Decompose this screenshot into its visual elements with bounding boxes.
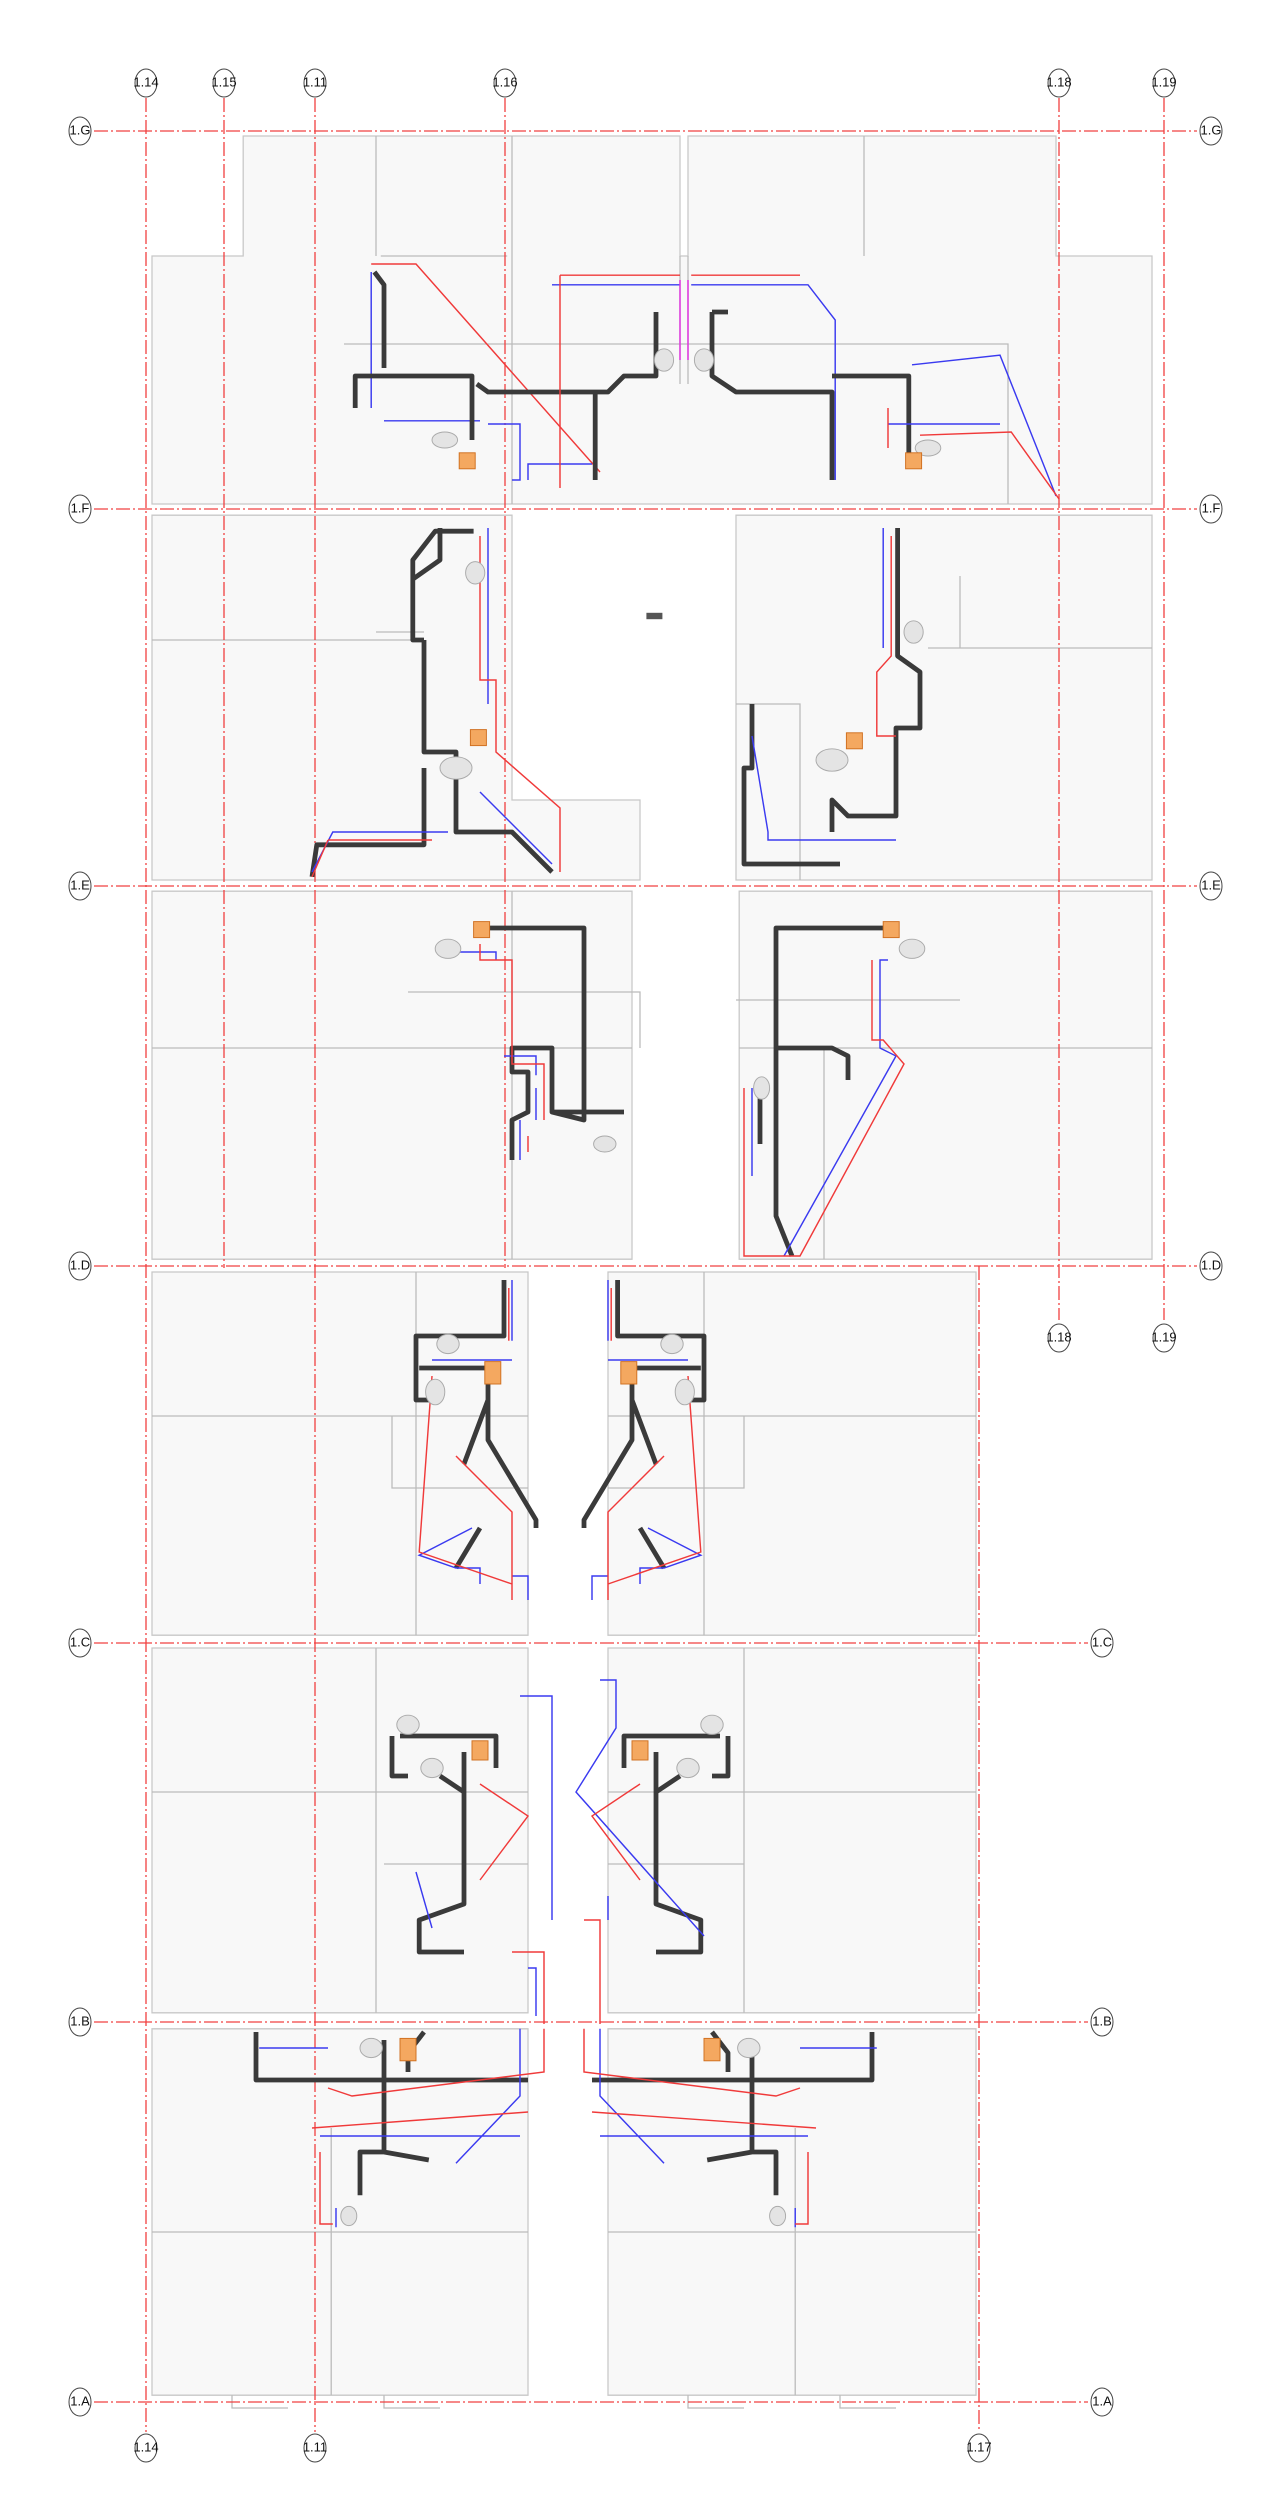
svg-text:1.16: 1.16 bbox=[492, 74, 517, 89]
svg-text:1.D: 1.D bbox=[1201, 1257, 1221, 1272]
svg-text:1.17: 1.17 bbox=[966, 2439, 991, 2454]
svg-text:1.15: 1.15 bbox=[211, 74, 236, 89]
grid-bubble-mid-1.18[interactable]: 1.18 bbox=[1046, 1323, 1072, 1353]
grid-bubble-top-1.19[interactable]: 1.19 bbox=[1151, 68, 1177, 98]
grid-bubble-bottom-1.14[interactable]: 1.14 bbox=[133, 2433, 159, 2463]
svg-text:1.E: 1.E bbox=[70, 877, 90, 892]
grid-bubble-top-1.14[interactable]: 1.14 bbox=[133, 68, 159, 98]
grid-bubble-right-1.B[interactable]: 1.B bbox=[1090, 2007, 1114, 2037]
grid-bubbles: 1.14 1.15 1.11 1.16 1.18 1.19 1.18 1.19 … bbox=[68, 68, 1223, 2463]
grid-bubble-top-1.18[interactable]: 1.18 bbox=[1046, 68, 1072, 98]
grid-lines bbox=[94, 98, 1197, 2432]
grid-bubble-left-1.B[interactable]: 1.B bbox=[68, 2007, 92, 2037]
grid-bubble-right-1.F[interactable]: 1.F bbox=[1199, 494, 1223, 524]
grid-bubble-left-1.G[interactable]: 1.G bbox=[68, 116, 92, 146]
grid-bubble-right-1.D[interactable]: 1.D bbox=[1199, 1251, 1223, 1281]
svg-text:1.C: 1.C bbox=[70, 1634, 90, 1649]
floor-plan-rooms bbox=[151, 135, 1153, 2409]
grid-bubble-bottom-1.11[interactable]: 1.11 bbox=[303, 2433, 327, 2463]
grid-bubble-left-1.C[interactable]: 1.C bbox=[68, 1628, 92, 1658]
grid-bubble-mid-1.19[interactable]: 1.19 bbox=[1151, 1323, 1177, 1353]
grid-bubble-left-1.A[interactable]: 1.A bbox=[68, 2387, 92, 2417]
grid-bubble-left-1.D[interactable]: 1.D bbox=[68, 1251, 92, 1281]
svg-text:1.19: 1.19 bbox=[1151, 74, 1176, 89]
grid-bubble-bottom-1.17[interactable]: 1.17 bbox=[966, 2433, 992, 2463]
center-marker-icon bbox=[646, 612, 663, 620]
svg-text:1.11: 1.11 bbox=[303, 2439, 327, 2454]
grid-bubble-top-1.11[interactable]: 1.11 bbox=[303, 68, 327, 98]
grid-bubble-right-1.A[interactable]: 1.A bbox=[1090, 2387, 1114, 2417]
svg-text:1.14: 1.14 bbox=[133, 74, 158, 89]
fixtures bbox=[340, 348, 942, 2227]
svg-text:1.11: 1.11 bbox=[303, 74, 327, 89]
grid-bubble-left-1.F[interactable]: 1.F bbox=[68, 494, 92, 524]
grid-bubble-right-1.C[interactable]: 1.C bbox=[1090, 1628, 1114, 1658]
svg-text:1.C: 1.C bbox=[1092, 1634, 1112, 1649]
grid-bubble-top-1.15[interactable]: 1.15 bbox=[211, 68, 237, 98]
grid-bubble-right-1.G[interactable]: 1.G bbox=[1199, 116, 1223, 146]
svg-text:1.G: 1.G bbox=[70, 122, 91, 137]
svg-text:1.G: 1.G bbox=[1201, 122, 1222, 137]
svg-text:1.B: 1.B bbox=[70, 2013, 90, 2028]
grid-bubble-right-1.E[interactable]: 1.E bbox=[1199, 871, 1223, 901]
svg-text:1.18: 1.18 bbox=[1046, 1329, 1071, 1344]
grid-bubble-left-1.E[interactable]: 1.E bbox=[68, 871, 92, 901]
svg-text:1.14: 1.14 bbox=[133, 2439, 158, 2454]
svg-text:1.D: 1.D bbox=[70, 1257, 90, 1272]
svg-text:1.E: 1.E bbox=[1201, 877, 1221, 892]
pipe-network bbox=[253, 263, 1060, 2228]
svg-text:1.F: 1.F bbox=[1202, 500, 1221, 515]
svg-text:1.19: 1.19 bbox=[1151, 1329, 1176, 1344]
svg-text:1.F: 1.F bbox=[71, 500, 90, 515]
svg-text:1.B: 1.B bbox=[1092, 2013, 1112, 2028]
svg-text:1.A: 1.A bbox=[70, 2393, 90, 2408]
svg-text:1.A: 1.A bbox=[1092, 2393, 1112, 2408]
grid-bubble-top-1.16[interactable]: 1.16 bbox=[492, 68, 518, 98]
svg-text:1.18: 1.18 bbox=[1046, 74, 1071, 89]
